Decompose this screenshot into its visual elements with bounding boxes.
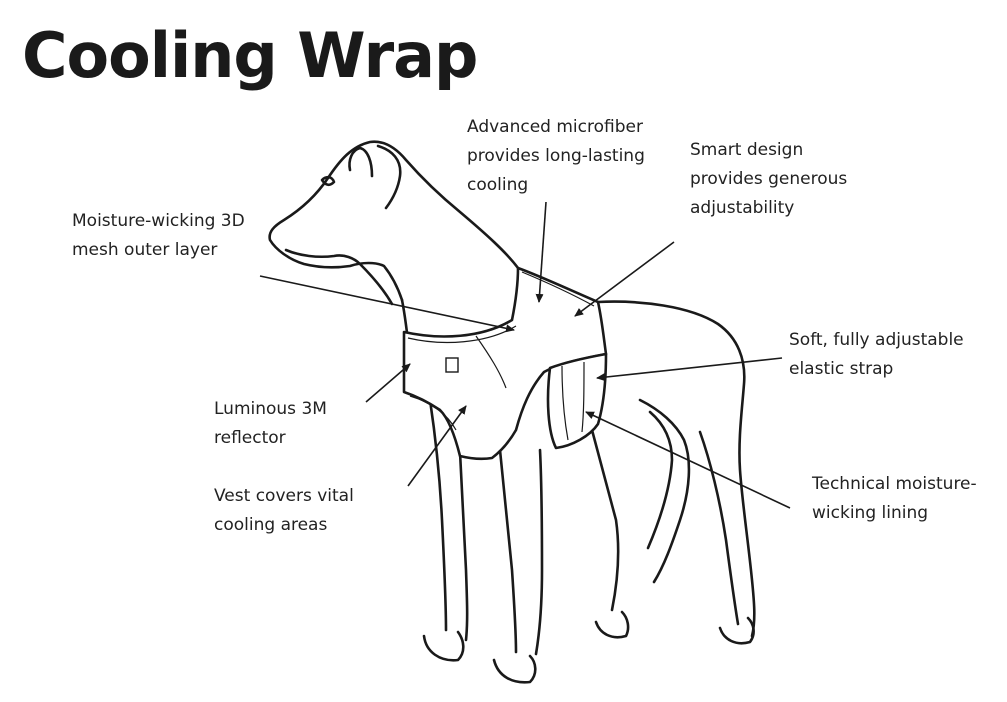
leader-vest: [407, 405, 467, 487]
dog-front-leg-left: [428, 398, 448, 632]
callout-line: Luminous 3M: [214, 399, 327, 419]
callout-line: provides long-lasting: [467, 146, 645, 166]
callout-line: Vest covers vital: [214, 486, 354, 506]
callout-line: reflector: [214, 428, 286, 448]
dog-eye: [320, 175, 336, 187]
page-title: Cooling Wrap: [22, 19, 478, 92]
dog-front-leg-right-back: [534, 448, 544, 656]
callout-line: mesh outer layer: [72, 240, 218, 260]
dog-belly: [590, 428, 620, 612]
leader-mesh: [259, 275, 515, 333]
callout-line: Smart design: [690, 140, 804, 160]
leader-microfiber: [535, 201, 547, 303]
dog-front-paw-left: [422, 630, 465, 662]
callout-line: Advanced microfiber: [467, 117, 643, 137]
dog-head: [268, 140, 520, 302]
dog-ear-flap: [376, 144, 402, 210]
callout-line: adjustability: [690, 198, 795, 218]
vest-seam: [409, 395, 457, 431]
reflector-logo-icon: [445, 357, 459, 373]
callout-line: cooling areas: [214, 515, 328, 535]
dog-tail-inner: [646, 410, 674, 550]
callout-reflector: Luminous 3M reflector: [214, 395, 327, 453]
callout-microfiber: Advanced microfiber provides long-lastin…: [467, 113, 645, 200]
callout-line: provides generous: [690, 169, 848, 189]
dog-back: [596, 300, 756, 638]
callout-vest: Vest covers vital cooling areas: [214, 482, 354, 540]
vest-side-panel: [546, 352, 608, 450]
callout-mesh: Moisture-wicking 3D mesh outer layer: [72, 207, 245, 265]
callout-line: Moisture-wicking 3D: [72, 211, 245, 231]
callout-line: Soft, fully adjustable: [789, 330, 964, 350]
vest-seam: [521, 271, 595, 307]
callout-line: cooling: [467, 175, 529, 195]
dog-jaw: [358, 262, 394, 306]
callout-smart-design: Smart design provides generous adjustabi…: [690, 136, 847, 223]
callout-lining: Technical moisture- wicking lining: [812, 470, 977, 528]
callout-line: wicking lining: [812, 503, 929, 523]
leader-reflector: [365, 363, 411, 403]
leader-smart-design: [574, 241, 675, 317]
vest-seam: [561, 365, 569, 441]
dog-mouth: [284, 248, 362, 266]
dog-hind-paw: [718, 616, 755, 645]
leader-lining: [585, 411, 791, 509]
cooling-vest: [402, 266, 608, 461]
dog-front-paw-right: [492, 654, 537, 684]
dog-hind-paw-2: [594, 610, 630, 639]
callout-line: Technical moisture-: [812, 474, 977, 494]
dog-front-leg-left-back: [458, 450, 469, 642]
dog-hind-leg: [698, 430, 740, 626]
leader-strap: [596, 357, 783, 382]
dog-front-leg-right: [498, 448, 518, 654]
dog-ear: [348, 146, 374, 178]
vest-seam: [581, 361, 585, 433]
leader-lines: [259, 201, 791, 509]
dog-tail: [638, 398, 691, 584]
callout-strap: Soft, fully adjustable elastic strap: [789, 326, 964, 384]
vest-seam: [475, 335, 507, 389]
callout-line: elastic strap: [789, 359, 894, 379]
dog-outline: [268, 140, 756, 684]
